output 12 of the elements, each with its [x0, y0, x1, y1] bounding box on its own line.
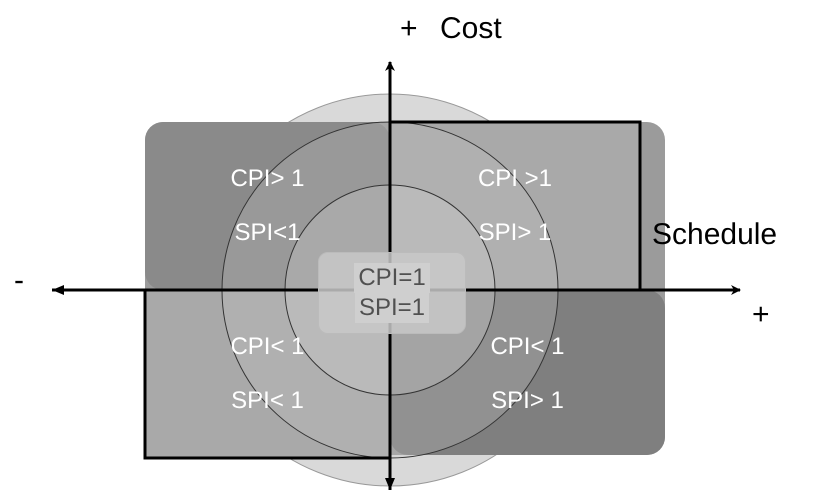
quadrant-label: CPI >1 — [478, 165, 552, 193]
axis-sign: + — [752, 298, 770, 332]
axis-title: Cost — [440, 12, 502, 46]
quadrant-label: SPI<1 — [234, 219, 301, 247]
axis-sign: - — [14, 264, 24, 298]
quadrant-label: CPI=1 — [354, 263, 430, 293]
quadrant-label: CPI< 1 — [230, 333, 305, 361]
axis-sign: + — [400, 12, 418, 46]
quadrant-label: CPI< 1 — [490, 333, 565, 361]
center-box — [318, 252, 466, 334]
quadrant-label: SPI=1 — [354, 293, 430, 323]
axis-title: Schedule — [652, 218, 778, 252]
